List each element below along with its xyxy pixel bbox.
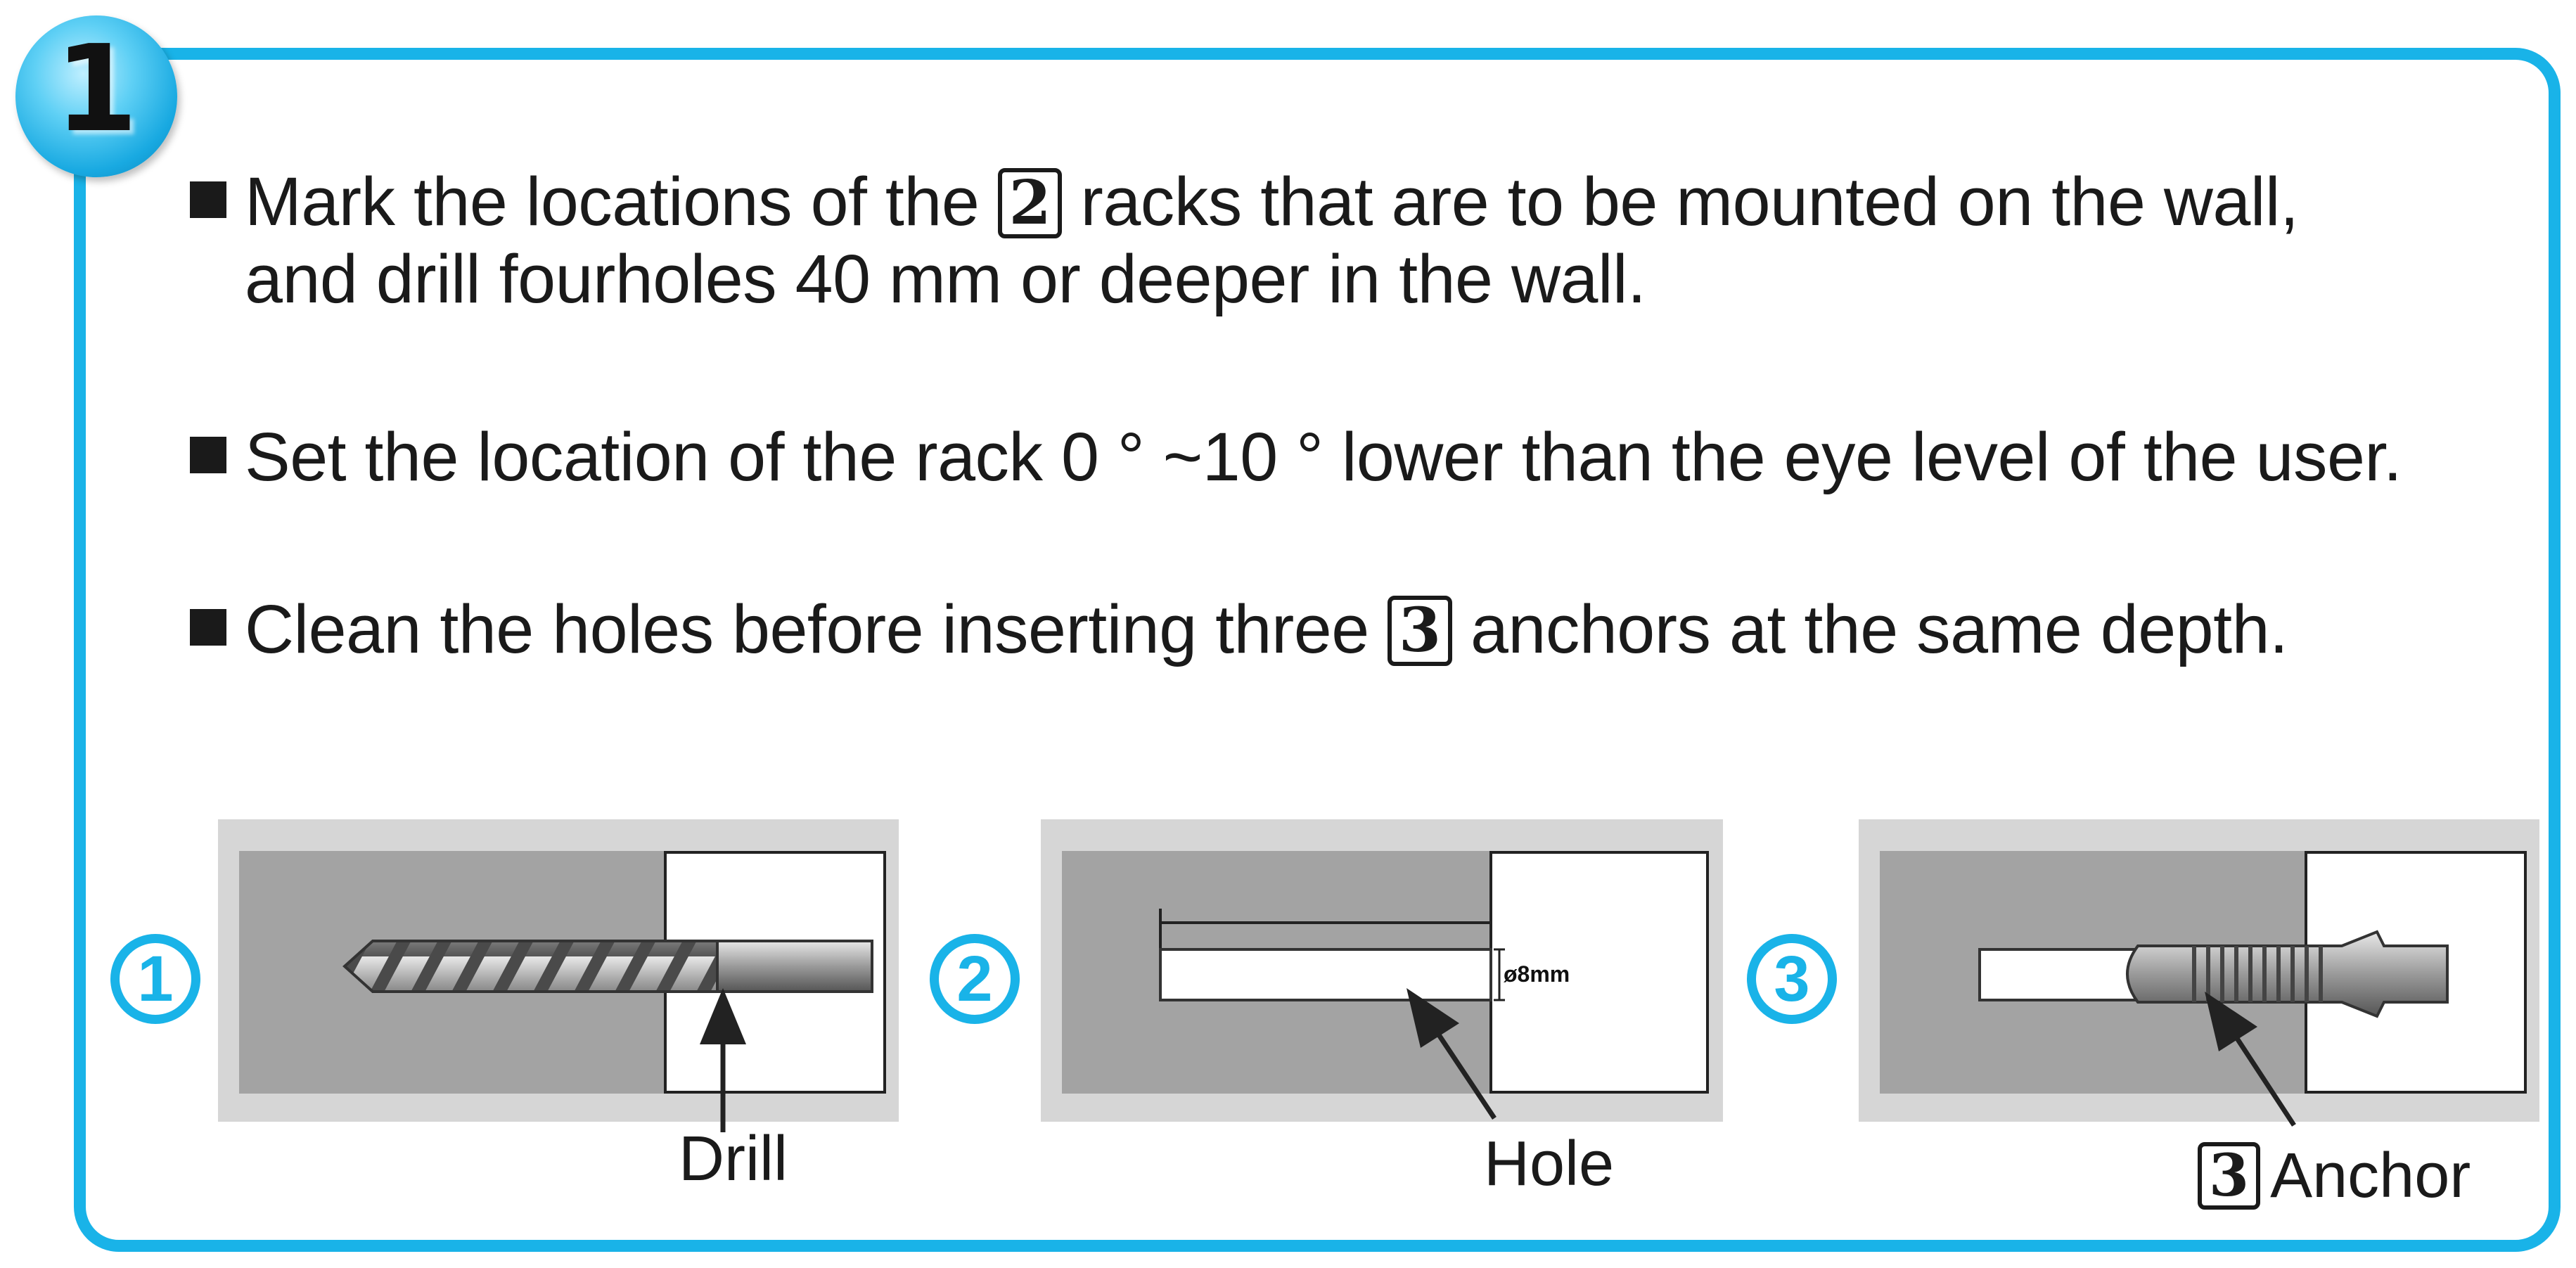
bullet-square xyxy=(190,437,226,473)
arrow-pointer xyxy=(700,988,746,1132)
instruction-2-text: Set the location of the rack 0 ° ~10 ° l… xyxy=(245,418,2402,495)
figure-2-panel xyxy=(1041,819,1723,1122)
hole-diameter-label: ø8mm xyxy=(1504,961,1570,987)
part-number-box: 2 xyxy=(997,168,1063,238)
step-number: 1 xyxy=(54,20,139,159)
arrow-pointer xyxy=(1406,988,1497,1120)
drill-bit-icon xyxy=(342,940,873,993)
bullet-square xyxy=(190,609,226,646)
figure-1-caption: Drill xyxy=(679,1124,788,1194)
instruction-1-line2: and drill fourholes 40 mm or deeper in t… xyxy=(245,241,1646,317)
anchor-icon xyxy=(2126,930,2449,1018)
instruction-1-post: racks that are to be mounted on the wall… xyxy=(1080,163,2299,240)
room-space xyxy=(1489,851,1709,1094)
instruction-3: Clean the holes before inserting three 3… xyxy=(190,591,2511,668)
instruction-1-pre: Mark the locations of the xyxy=(245,163,980,240)
instruction-3-post: anchors at the same depth. xyxy=(1470,591,2288,667)
bullet-square xyxy=(190,181,226,218)
drilled-hole xyxy=(1159,948,1492,1001)
step-badge: 1 xyxy=(15,15,177,177)
figure-2-caption: Hole xyxy=(1484,1129,1615,1199)
instruction-3-pre: Clean the holes before inserting three xyxy=(245,591,1369,667)
arrow-pointer xyxy=(2205,992,2296,1127)
part-number-box: 3 xyxy=(1388,596,1452,666)
figure-3-caption-text: Anchor xyxy=(2270,1141,2471,1211)
dimension-lines: ø8mm xyxy=(1159,909,1570,1001)
part-number-box: 3 xyxy=(2198,1142,2261,1210)
instruction-1: Mark the locations of the 2 racks that a… xyxy=(190,163,2511,318)
instruction-2: Set the location of the rack 0 ° ~10 ° l… xyxy=(190,418,2511,496)
